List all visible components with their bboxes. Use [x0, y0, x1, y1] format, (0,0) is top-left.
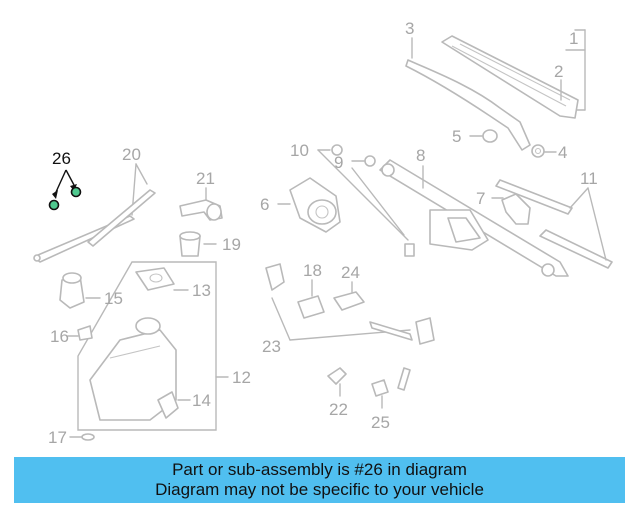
callout-23: 23 — [262, 337, 281, 356]
banner-line-2: Diagram may not be specific to your vehi… — [155, 480, 484, 499]
callout-9: 9 — [334, 153, 343, 172]
part-15-pump[interactable] — [59, 272, 101, 309]
callout-19: 19 — [222, 235, 241, 254]
part-13-gasket[interactable] — [135, 267, 189, 291]
part-14-seal[interactable] — [157, 391, 191, 419]
callout-16: 16 — [50, 327, 69, 346]
callout-17: 17 — [48, 428, 67, 447]
part-18-bracket[interactable] — [297, 279, 325, 319]
callout-25: 25 — [371, 413, 390, 432]
part-10-nut[interactable] — [317, 144, 415, 257]
callout-13: 13 — [192, 281, 211, 300]
callout-15: 15 — [104, 289, 123, 308]
parts-diagram: 26 20 1 2 3 5 4 — [33, 19, 613, 447]
part-12-reservoir[interactable] — [77, 261, 229, 431]
callout-24: 24 — [341, 263, 360, 282]
callout-14: 14 — [192, 391, 211, 410]
callout-7: 7 — [476, 189, 485, 208]
part-17-oring[interactable] — [69, 433, 95, 441]
callout-22: 22 — [329, 400, 348, 419]
part-25-connector[interactable] — [371, 367, 411, 409]
part-5-cap[interactable] — [469, 129, 498, 143]
part-3-wiper-arm[interactable] — [405, 37, 531, 151]
part-26-clips[interactable] — [48, 169, 82, 211]
part-1-wiper-blade[interactable] — [441, 29, 586, 119]
part-6-motor[interactable] — [277, 177, 341, 233]
callout-26: 26 — [52, 149, 71, 168]
part-9-bushing[interactable] — [351, 155, 405, 236]
info-banner: Part or sub-assembly is #26 in diagram D… — [14, 457, 625, 503]
callout-8: 8 — [416, 146, 425, 165]
callout-5: 5 — [452, 127, 461, 146]
callout-2: 2 — [554, 62, 563, 81]
callout-6: 6 — [260, 195, 269, 214]
callout-11: 11 — [580, 169, 598, 188]
part-23-hose[interactable] — [265, 263, 435, 345]
part-11-rods[interactable] — [495, 179, 613, 269]
callout-20: 20 — [122, 145, 141, 164]
callout-4: 4 — [558, 143, 567, 162]
callout-18: 18 — [303, 261, 322, 280]
part-19-cap[interactable] — [179, 231, 217, 257]
part-16-grommet[interactable] — [67, 325, 93, 341]
part-24-nozzle[interactable] — [333, 281, 365, 311]
callout-12: 12 — [232, 368, 251, 387]
part-20-rods[interactable] — [33, 163, 156, 263]
callout-3: 3 — [405, 19, 414, 38]
banner-line-1: Part or sub-assembly is #26 in diagram — [172, 460, 467, 479]
callout-1: 1 — [569, 29, 578, 48]
callout-21: 21 — [196, 169, 215, 188]
part-22-clip[interactable] — [327, 367, 347, 397]
part-8-linkage[interactable] — [379, 159, 569, 277]
part-21-hose[interactable] — [179, 187, 223, 221]
part-7-bracket[interactable] — [491, 193, 531, 225]
callout-10: 10 — [290, 141, 309, 160]
part-4-nut[interactable] — [531, 144, 557, 158]
